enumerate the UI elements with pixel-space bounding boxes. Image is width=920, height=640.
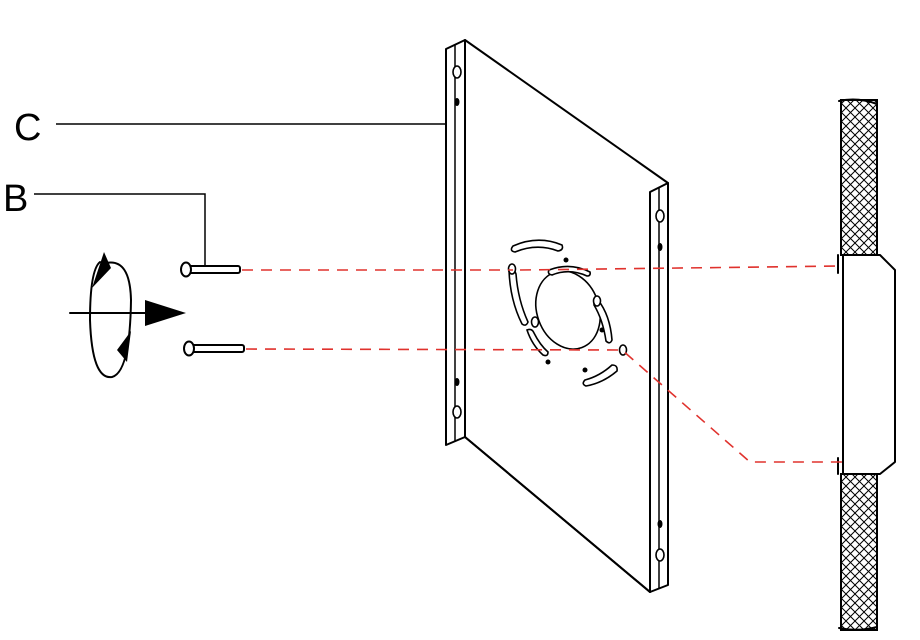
screw-lower (183, 340, 245, 357)
flange-hole (454, 378, 460, 386)
callout-label-c: C (14, 107, 41, 149)
flange-hole (454, 98, 460, 106)
screw-upper (180, 261, 241, 278)
rotate-arrow-icon (89, 252, 132, 379)
callout-b: B (3, 178, 206, 266)
flange-hole (655, 209, 665, 223)
mounting-plate (445, 39, 669, 593)
wall-upper (840, 99, 878, 256)
alignment-line-lower (245, 348, 843, 463)
right-arrow-icon (69, 300, 186, 326)
alignment-line-upper (242, 265, 844, 271)
slot-pattern (507, 239, 628, 387)
flange-hole (452, 65, 462, 79)
wall-section (838, 98, 878, 631)
rotation-symbol (69, 252, 186, 379)
flange-hole (657, 520, 663, 528)
alignment-lines (242, 265, 844, 463)
callout-c: C (14, 107, 446, 149)
wall-lower (840, 473, 878, 631)
callout-label-b: B (3, 178, 28, 220)
flange-hole (657, 243, 663, 251)
flange-hole (452, 405, 462, 419)
wall-box (837, 254, 896, 475)
flange-hole (655, 548, 665, 562)
